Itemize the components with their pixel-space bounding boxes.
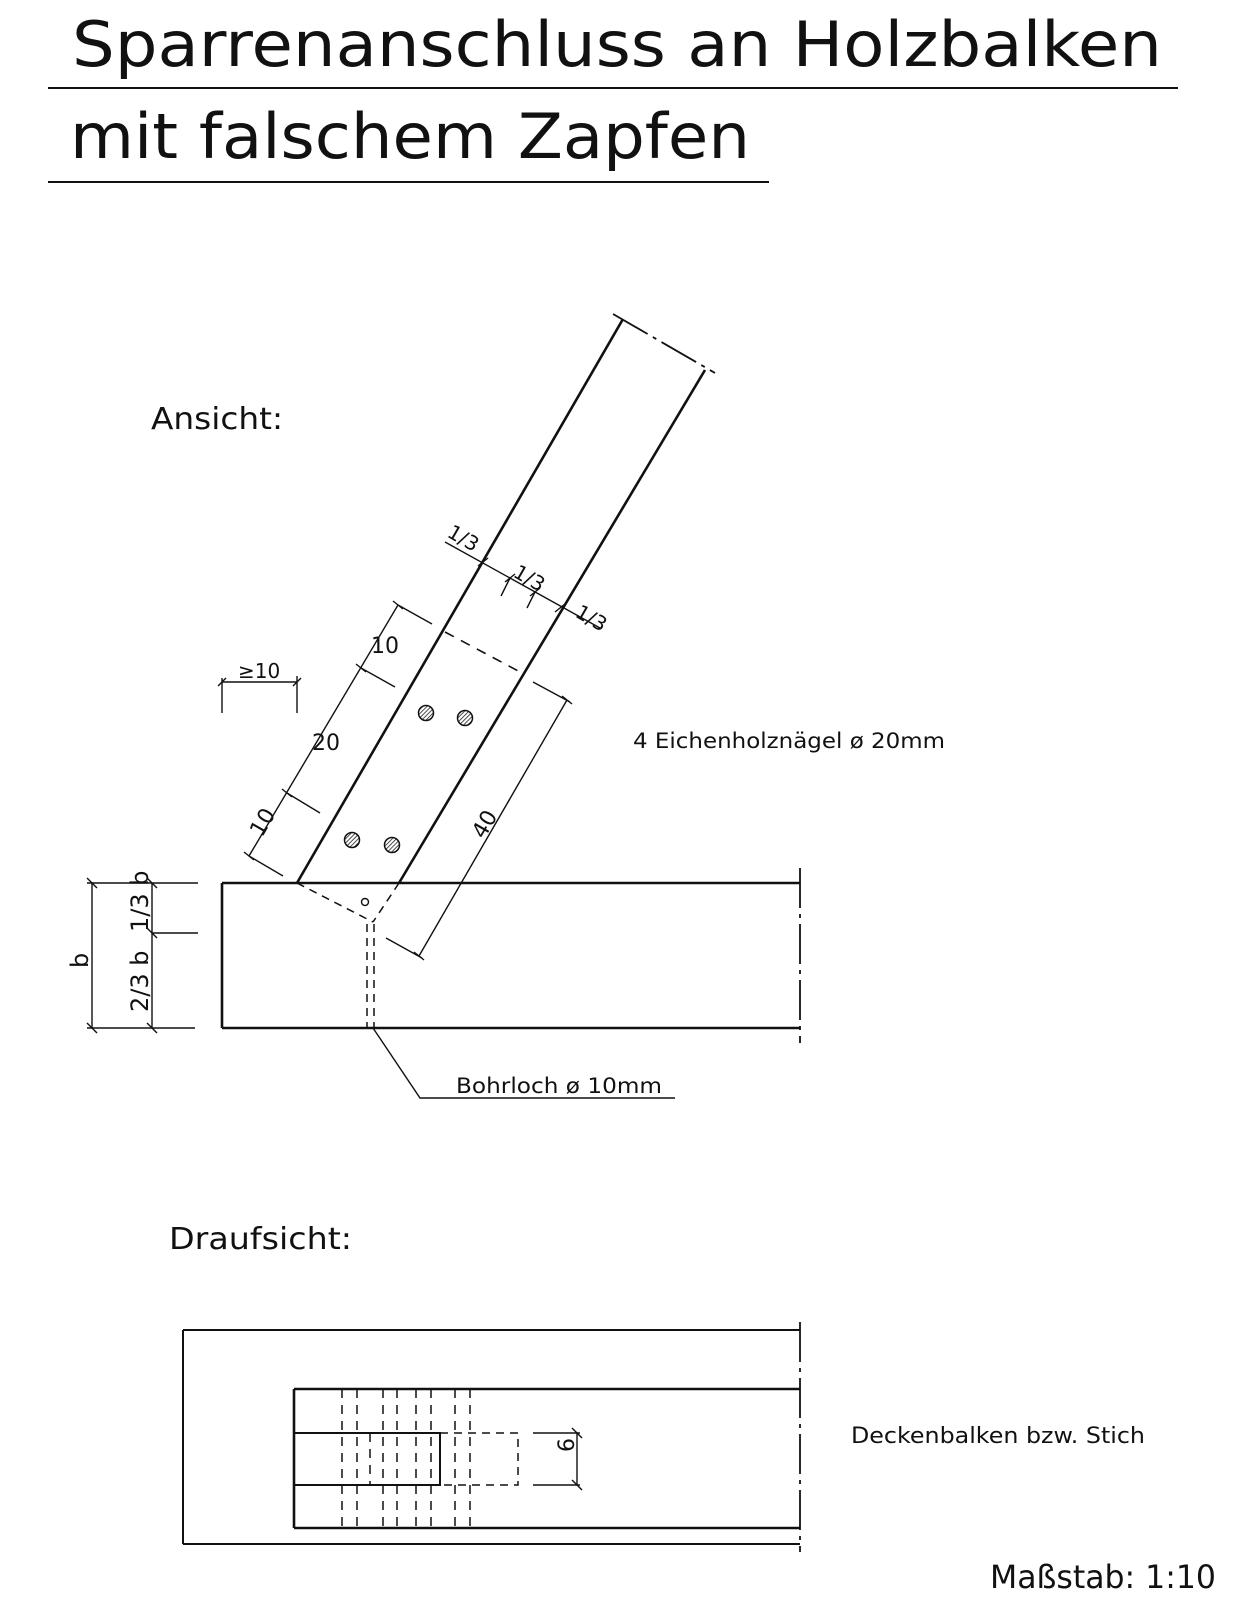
scale-label: Maßstab: 1:10 — [990, 1558, 1216, 1596]
dim-one-third-b: 1/3 b — [126, 871, 154, 933]
beam-height-dimension: b 2/3 b 1/3 b — [66, 871, 198, 1034]
dim-40: 40 — [468, 806, 504, 843]
tie-beam — [220, 868, 801, 1043]
dim-6: 6 — [555, 1438, 580, 1452]
title-line-1: Sparrenanschluss an Holzbalken — [72, 8, 1162, 81]
third-3: 1/3 — [572, 600, 612, 637]
peg-icon — [383, 836, 401, 854]
title-line-2: mit falschem Zapfen — [70, 100, 750, 173]
peg-icon — [456, 709, 474, 727]
overhang-dimension: ≥10 — [217, 659, 302, 713]
peg-icon — [417, 704, 435, 722]
plan-label: Draufsicht: — [169, 1222, 352, 1257]
elevation-label: Ansicht: — [151, 402, 283, 437]
tenon-width-dimension: 6 — [533, 1427, 583, 1491]
dim-two-thirds-b: 2/3 b — [126, 951, 154, 1013]
drill-hole-icon — [360, 897, 370, 907]
third-2: 1/3 — [510, 560, 550, 597]
peg-icon — [343, 831, 361, 849]
dim-20: 20 — [312, 731, 340, 756]
oak-pegs — [343, 704, 474, 854]
drill-hole-label: Bohrloch ø 10mm — [456, 1074, 662, 1098]
overhang-value: ≥10 — [238, 659, 280, 683]
thirds-dimension: 1/3 1/3 1/3 — [444, 520, 612, 637]
plan-view: 6 — [182, 1322, 801, 1552]
tenon-length-dimension: 40 — [385, 681, 573, 961]
dim-10-upper: 10 — [371, 634, 399, 659]
pegs-label: 4 Eichenholznägel ø 20mm — [633, 729, 945, 753]
rafter-chain-dimension: 10 20 10 — [243, 600, 433, 877]
rafter — [295, 313, 716, 884]
third-1: 1/3 — [444, 520, 484, 557]
drill-hole-leader: Bohrloch ø 10mm — [372, 1027, 675, 1099]
dim-b: b — [66, 953, 94, 968]
beam-label: Deckenbalken bzw. Stich — [851, 1424, 1145, 1449]
